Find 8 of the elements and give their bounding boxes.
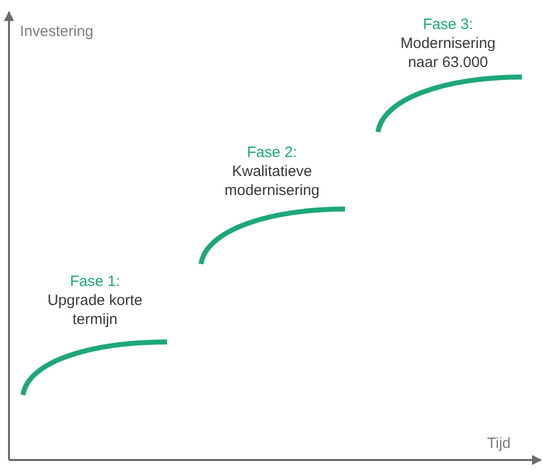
phase-heading: Fase 3: xyxy=(422,15,474,34)
phase-heading: Fase 2: xyxy=(246,143,298,162)
phase-heading: Fase 1: xyxy=(70,272,120,291)
phase-description: Upgrade korte termijn xyxy=(47,291,143,329)
phase-description: Kwalitatieve modernisering xyxy=(224,162,320,200)
axis-label: Investering xyxy=(20,22,94,41)
axis-label: Tijd xyxy=(487,434,511,453)
phase-description: Modernisering naar 63.000 xyxy=(400,34,496,72)
